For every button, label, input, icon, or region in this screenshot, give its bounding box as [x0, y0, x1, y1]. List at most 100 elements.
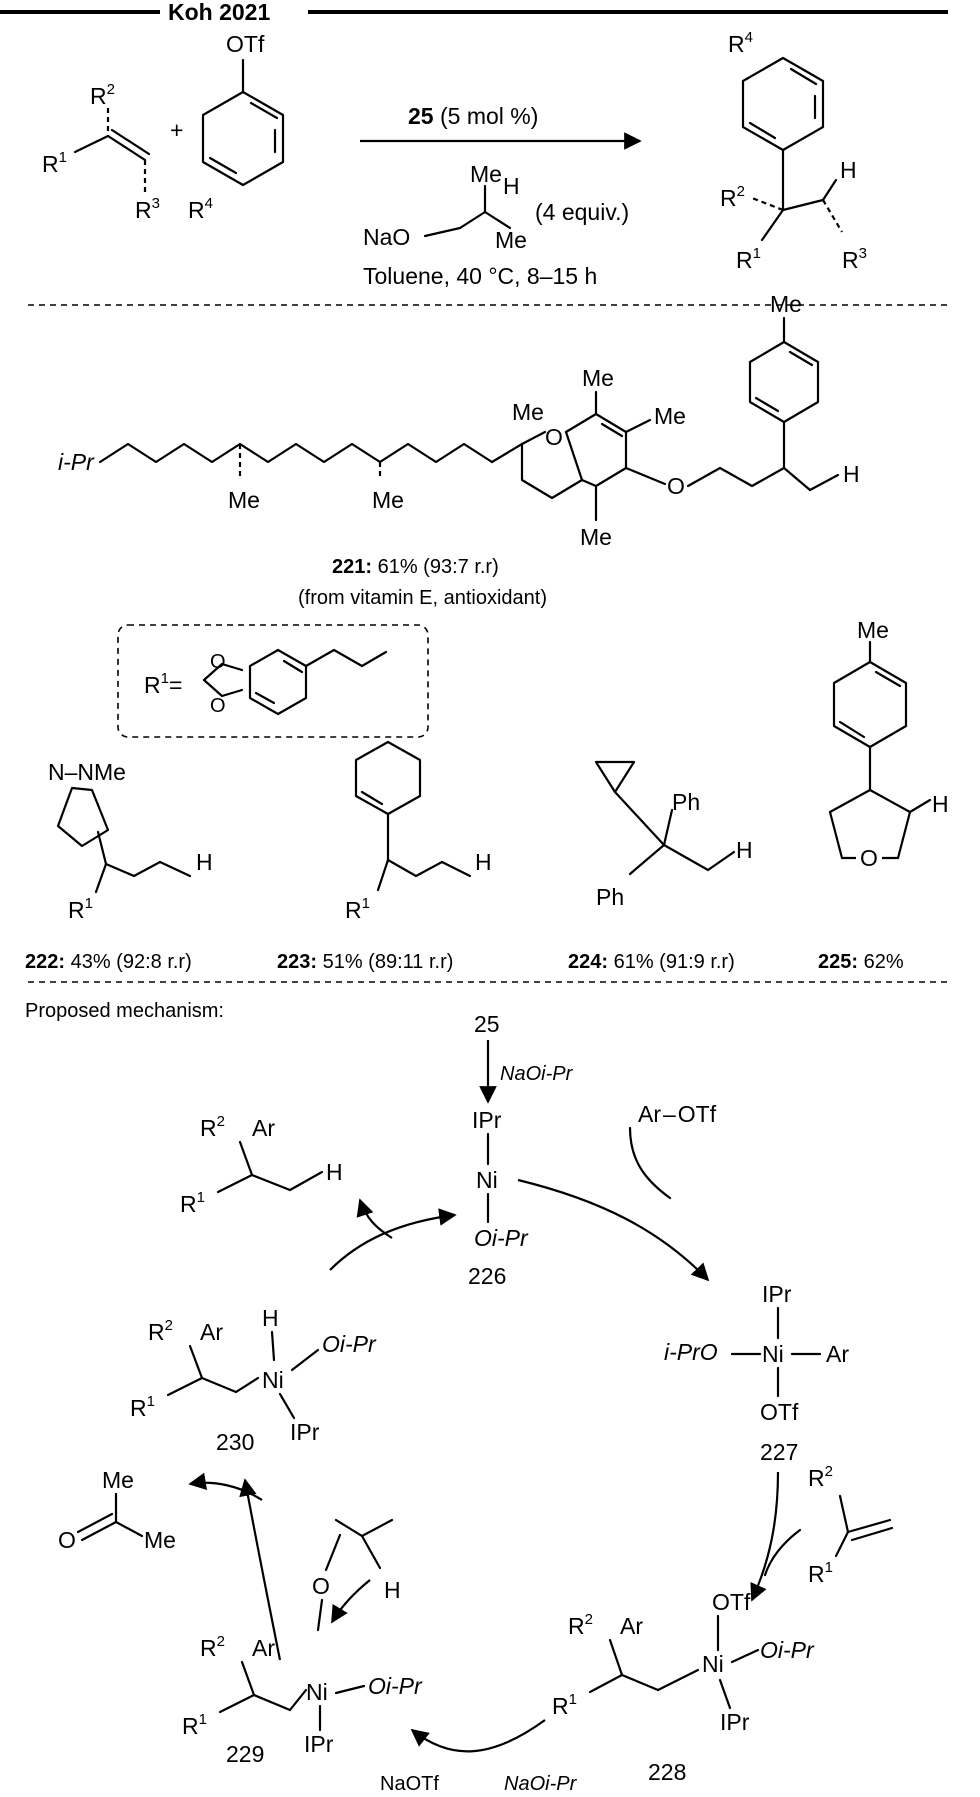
svg-text:226: 226	[468, 1263, 506, 1289]
svg-text:R1: R1	[182, 1711, 207, 1739]
svg-text:R3: R3	[842, 245, 867, 273]
svg-text:Oi-Pr: Oi-Pr	[368, 1673, 423, 1699]
svg-text:R1: R1	[180, 1189, 205, 1217]
svg-text:O: O	[210, 651, 226, 673]
svg-text:Ar: Ar	[252, 1635, 275, 1661]
svg-text:221: 61% (93:7 r.r): 221: 61% (93:7 r.r)	[332, 556, 499, 578]
svg-text:Me: Me	[512, 399, 544, 425]
svg-text:Me: Me	[582, 365, 614, 391]
svg-text:IPr: IPr	[720, 1709, 750, 1735]
svg-text:R1: R1	[345, 895, 370, 923]
mechanism: Proposed mechanism: 25 NaOi-Pr IPr Ni Oi…	[25, 1000, 894, 1795]
svg-text:O: O	[860, 845, 878, 871]
svg-text:NaO: NaO	[363, 224, 410, 250]
r3-label: R	[135, 197, 152, 223]
complex-230: R2 Ar R1 Ni H Oi-Pr IPr 230	[130, 1305, 377, 1455]
mechanism-heading: Proposed mechanism:	[25, 1000, 224, 1022]
svg-text:H: H	[736, 837, 753, 863]
svg-text:Ni: Ni	[262, 1367, 284, 1393]
svg-text:Ar: Ar	[252, 1115, 275, 1141]
svg-text:224: 61% (91:9 r.r): 224: 61% (91:9 r.r)	[568, 951, 735, 973]
acetone: Me O Me	[58, 1467, 263, 1553]
catalyst-loading: (5 mol %)	[434, 103, 539, 129]
svg-text:Ni: Ni	[476, 1167, 498, 1193]
r1-definition: R1= O O	[117, 624, 429, 738]
svg-text:R1: R1	[42, 149, 67, 177]
svg-text:Ni: Ni	[306, 1679, 328, 1705]
conditions: Toluene, 40 °C, 8–15 h	[363, 263, 597, 289]
svg-text:R2: R2	[148, 1317, 173, 1345]
example-225: Me O H 225: 62%	[818, 617, 949, 973]
svg-text:Me: Me	[372, 487, 404, 513]
general-product: R4 R2 R1 H R3	[720, 29, 867, 273]
mechanism-start: 25	[474, 1011, 500, 1037]
svg-text:H: H	[840, 157, 857, 183]
incoming-alkene: R2 R1	[763, 1463, 894, 1587]
svg-text:Me: Me	[102, 1467, 134, 1493]
svg-text:Ni: Ni	[702, 1651, 724, 1677]
svg-text:Me: Me	[470, 161, 502, 187]
svg-text:O: O	[210, 695, 226, 717]
svg-text:Ph: Ph	[596, 884, 624, 910]
svg-text:Me: Me	[228, 487, 260, 513]
svg-text:229: 229	[226, 1741, 264, 1767]
svg-text:H: H	[475, 849, 492, 875]
svg-text:222: 43% (92:8 r.r): 222: 43% (92:8 r.r)	[25, 951, 192, 973]
example-223: H R1 223: 51% (89:11 r.r)	[277, 740, 492, 973]
svg-text:Ar: Ar	[620, 1613, 643, 1639]
svg-text:Ph: Ph	[672, 789, 700, 815]
aryl-triflate: OTf R4	[188, 31, 285, 223]
svg-text:R2: R2	[200, 1633, 225, 1661]
svg-text:R1: R1	[552, 1691, 577, 1719]
compound-221-number: 221:	[332, 556, 372, 578]
equivalents: (4 equiv.)	[535, 199, 629, 225]
svg-text:H: H	[384, 1577, 401, 1603]
svg-text:Ar–OTf: Ar–OTf	[638, 1101, 717, 1127]
step1-reagent: NaOi-Pr	[500, 1063, 574, 1085]
isopropoxide-reagent: Me H NaO Me (4 equiv.)	[363, 161, 629, 253]
header-title: Koh 2021	[168, 0, 270, 25]
svg-text:R2: R2	[200, 1113, 225, 1141]
svg-text:223: 51% (89:11 r.r): 223: 51% (89:11 r.r)	[277, 951, 453, 973]
svg-text:R2: R2	[808, 1463, 833, 1491]
general-reaction: R2 R1 R3 + OTf R4 25 (5 mol %) Me H NaO …	[42, 29, 867, 289]
svg-text:R1: R1	[130, 1393, 155, 1421]
svg-text:Oi-Pr: Oi-Pr	[474, 1225, 529, 1251]
svg-text:228: 228	[648, 1759, 686, 1785]
svg-text:R1=: R1=	[144, 670, 182, 698]
svg-text:H: H	[196, 849, 213, 875]
r1-label: R	[42, 151, 59, 177]
naoipr-reagent: NaOi-Pr	[504, 1773, 578, 1795]
product: R2 Ar R1 H	[180, 1113, 343, 1217]
svg-text:R2: R2	[720, 183, 745, 211]
svg-text:N–NMe: N–NMe	[48, 759, 126, 785]
svg-text:R1: R1	[808, 1559, 833, 1587]
svg-text:Me: Me	[770, 291, 802, 317]
svg-text:H: H	[326, 1159, 343, 1185]
compound-221-yield: 61% (93:7 r.r)	[372, 556, 499, 578]
svg-text:225: 62%: 225: 62%	[818, 951, 904, 973]
svg-text:25 (5 mol %): 25 (5 mol %)	[408, 103, 538, 129]
complex-229: H O R2 Ar R1 Ni Oi-Pr IPr 229	[182, 1518, 423, 1767]
svg-text:i-PrO: i-PrO	[664, 1339, 718, 1365]
example-221: i-Pr Me Me Me O Me Me Me O H Me 221: 61%…	[58, 291, 860, 609]
header: Koh 2021	[0, 0, 948, 25]
svg-text:IPr: IPr	[290, 1419, 320, 1445]
svg-text:Me: Me	[654, 403, 686, 429]
svg-text:O: O	[667, 473, 685, 499]
svg-text:R2: R2	[568, 1611, 593, 1639]
svg-text:Ar: Ar	[200, 1319, 223, 1345]
svg-text:Ar: Ar	[826, 1341, 849, 1367]
svg-text:Ni: Ni	[762, 1341, 784, 1367]
svg-text:Me: Me	[144, 1527, 176, 1553]
svg-text:O: O	[58, 1527, 76, 1553]
compound-221-note: (from vitamin E, antioxidant)	[298, 587, 547, 609]
oxidative-addition-arrow	[517, 1178, 710, 1282]
svg-text:R1: R1	[736, 245, 761, 273]
svg-text:R3: R3	[135, 195, 160, 223]
svg-text:O: O	[312, 1573, 330, 1599]
r2-label: R	[90, 83, 107, 109]
alkene-substrate: R2 R1 R3	[42, 81, 160, 223]
svg-text:Me: Me	[580, 524, 612, 550]
